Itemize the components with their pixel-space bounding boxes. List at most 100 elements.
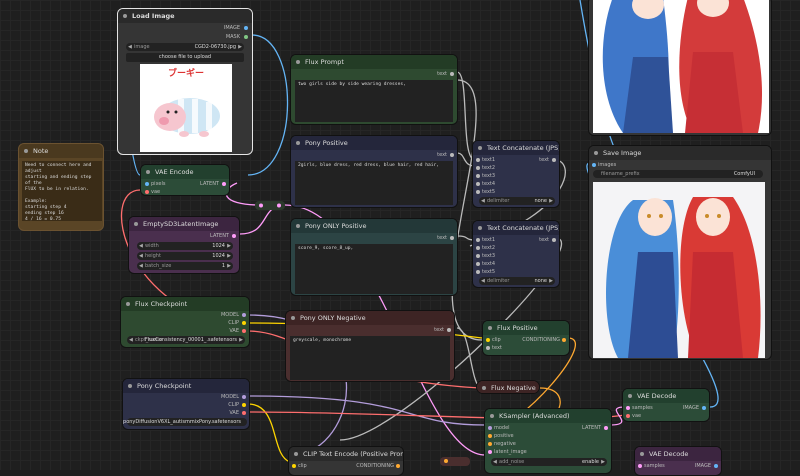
vae-decode-node-1[interactable]: VAE Decode samples vae IMAGE xyxy=(622,388,710,422)
ckpt-name-widget[interactable]: sdxl\ponyDiffusionV6XL_autismmixPony.saf… xyxy=(123,418,247,426)
text-concatenate-node-1[interactable]: Text Concatenate (JPS) text1 text2 text3… xyxy=(472,140,560,208)
output-clip-dot[interactable] xyxy=(242,321,246,325)
input-samples-dot[interactable] xyxy=(626,406,630,410)
upload-button[interactable]: choose file to upload xyxy=(126,53,244,62)
pony-only-positive-node[interactable]: Pony ONLY Positive text score_9, score_8… xyxy=(290,218,458,296)
input-text4-dot[interactable] xyxy=(476,262,480,266)
output-cond-label: CONDITIONING xyxy=(356,463,394,469)
input-text3-dot[interactable] xyxy=(476,174,480,178)
input-text5-dot[interactable] xyxy=(476,270,480,274)
output-text-dot[interactable] xyxy=(450,153,454,157)
output-latent-label: LATENT xyxy=(210,233,229,239)
preview-caption: ブーギー xyxy=(167,69,204,79)
input-clip-dot[interactable] xyxy=(486,338,490,342)
input-negative-label: negative xyxy=(494,441,516,447)
input-images-label: images xyxy=(598,162,617,168)
text-concatenate-node-2[interactable]: Text Concatenate (JPS) text1 text2 text3… xyxy=(472,220,560,288)
prompt-text[interactable]: two girls side by side wearing dresses, xyxy=(295,80,453,122)
prompt-text[interactable]: 2girls, blue dress, red dress, blue hair… xyxy=(295,161,453,205)
input-text-dot[interactable] xyxy=(486,346,490,350)
input-text5-dot[interactable] xyxy=(476,190,480,194)
input-pixels-dot[interactable] xyxy=(145,182,149,186)
output-vae-dot[interactable] xyxy=(242,329,246,333)
image-preview-node-top[interactable] xyxy=(588,0,772,136)
node-title: Flux Negative xyxy=(477,381,539,393)
output-latent-dot[interactable] xyxy=(222,182,226,186)
input-latent-dot[interactable] xyxy=(488,450,492,454)
vae-encode-node[interactable]: VAE Encode pixels vae LATENT xyxy=(140,164,230,196)
input-text3-dot[interactable] xyxy=(476,254,480,258)
pony-only-negative-node[interactable]: Pony ONLY Negative text greyscale, monoc… xyxy=(285,310,455,382)
node-title: Pony Positive xyxy=(291,136,457,150)
output-image-dot[interactable] xyxy=(244,26,248,30)
input-samples-label: samples xyxy=(632,405,653,411)
output-vae-dot[interactable] xyxy=(242,411,246,415)
link-clip-2 xyxy=(247,403,291,463)
pony-positive-node[interactable]: Pony Positive text 2girls, blue dress, r… xyxy=(290,135,458,208)
clip-text-encode-node[interactable]: CLIP Text Encode (Positive Prompt) clip … xyxy=(288,446,404,476)
output-image-dot[interactable] xyxy=(714,464,718,468)
prompt-text[interactable]: score_9, score_8_up, xyxy=(295,244,453,294)
output-text-dot[interactable] xyxy=(552,158,556,162)
input-text2-dot[interactable] xyxy=(476,246,480,250)
output-cond-dot[interactable] xyxy=(396,464,400,468)
output-image-dot[interactable] xyxy=(702,406,706,410)
input-positive-dot[interactable] xyxy=(488,434,492,438)
input-clip-label: clip xyxy=(492,337,501,343)
input-samples-dot[interactable] xyxy=(638,464,642,468)
input-images-dot[interactable] xyxy=(592,163,596,167)
input-vae-dot[interactable] xyxy=(145,190,149,194)
output-cond-dot[interactable] xyxy=(562,338,566,342)
flux-checkpoint-node[interactable]: Flux Checkpoint MODEL CLIP VAE ◀ckpt_nam… xyxy=(120,296,250,348)
flux-prompt-node[interactable]: Flux Prompt text two girls side by side … xyxy=(290,54,458,125)
input-clip-dot[interactable] xyxy=(292,464,296,468)
output-model-dot[interactable] xyxy=(242,313,246,317)
pony-checkpoint-node[interactable]: Pony Checkpoint MODEL CLIP VAE sdxl\pony… xyxy=(122,378,250,430)
input-text4-dot[interactable] xyxy=(476,182,480,186)
output-text-dot[interactable] xyxy=(450,72,454,76)
output-image-label: IMAGE xyxy=(682,405,699,411)
ksampler-advanced-node[interactable]: KSampler (Advanced) model positive negat… xyxy=(484,408,612,474)
input-text2-dot[interactable] xyxy=(476,166,480,170)
input-samples-label: samples xyxy=(644,463,665,469)
output-model-label: MODEL xyxy=(220,312,239,318)
flux-negative-node[interactable]: Flux Negative xyxy=(476,380,540,394)
input-negative-dot[interactable] xyxy=(488,442,492,446)
saved-image-preview xyxy=(593,182,765,358)
input-text1-dot[interactable] xyxy=(476,238,480,242)
input-text1-dot[interactable] xyxy=(476,158,480,162)
node-title: Flux Positive xyxy=(483,321,569,335)
prompt-text[interactable]: greyscale, monochrome xyxy=(290,336,450,380)
output-text-dot[interactable] xyxy=(450,236,454,240)
input-clip-label: clip xyxy=(298,463,307,469)
output-mask-dot[interactable] xyxy=(244,35,248,39)
output-latent-dot[interactable] xyxy=(232,234,236,238)
output-text-label: text xyxy=(437,235,447,241)
vae-decode-node-2[interactable]: VAE Decode samples IMAGE xyxy=(634,446,722,476)
output-latent-dot[interactable] xyxy=(604,426,608,430)
flux-positive-node[interactable]: Flux Positive clip text CONDITIONING xyxy=(482,320,570,356)
note-text[interactable]: Need to connect here and adjust starting… xyxy=(22,161,102,221)
output-image-label: IMAGE xyxy=(694,463,711,469)
output-text-dot[interactable] xyxy=(447,328,451,332)
input-vae-dot[interactable] xyxy=(626,414,630,418)
output-text-dot[interactable] xyxy=(552,238,556,242)
output-model-dot[interactable] xyxy=(242,395,246,399)
link-model-2 xyxy=(247,395,486,426)
input-text4-label: text4 xyxy=(482,261,496,267)
input-model-dot[interactable] xyxy=(488,426,492,430)
output-clip-dot[interactable] xyxy=(242,403,246,407)
note-node[interactable]: Note Need to connect here and adjust sta… xyxy=(18,143,104,231)
